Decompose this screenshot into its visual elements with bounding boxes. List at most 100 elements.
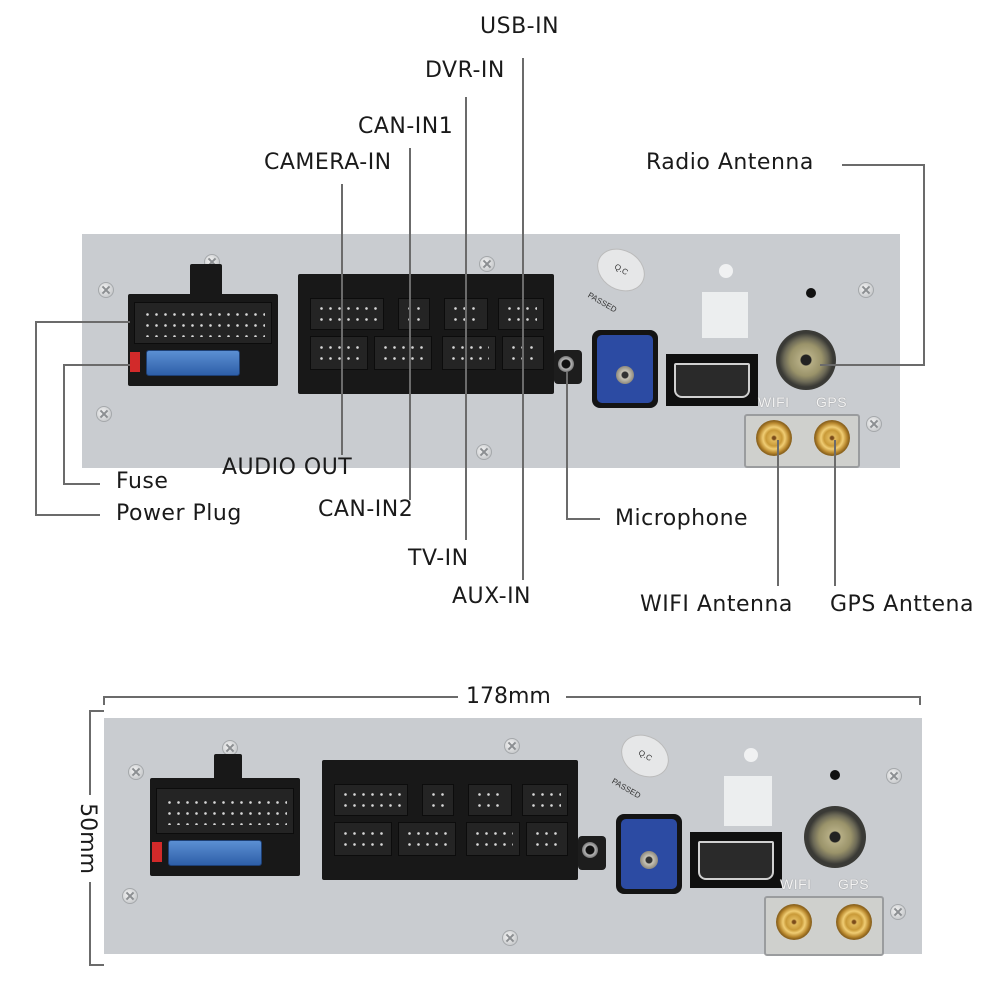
gps-antenna-connector-icon xyxy=(836,904,872,940)
can-in1-port xyxy=(398,298,430,330)
screw-icon xyxy=(122,888,138,904)
label-patch xyxy=(702,292,748,338)
connector-pins xyxy=(509,342,537,364)
screw-icon xyxy=(128,764,144,780)
connector-pins xyxy=(529,789,561,811)
radio-antenna-socket-icon xyxy=(804,806,866,868)
connector-pins xyxy=(429,789,449,811)
label-usb-in: USB-IN xyxy=(480,14,560,39)
fakra-connector-icon xyxy=(592,330,658,408)
power-plug-connector xyxy=(128,294,278,386)
connector-pins xyxy=(317,303,377,325)
wire-hole xyxy=(806,288,816,298)
gps-silkscreen: GPS xyxy=(816,394,848,410)
connector-pins xyxy=(405,303,425,325)
aux-in-port xyxy=(502,336,544,370)
radio-antenna-socket-icon xyxy=(776,330,836,390)
connector-pins xyxy=(451,303,481,325)
can-in2-port xyxy=(374,336,432,370)
label-camera-in: CAMERA-IN xyxy=(264,150,392,175)
screw-icon xyxy=(98,282,114,298)
tv-in-port xyxy=(442,336,496,370)
screw-icon xyxy=(96,406,112,422)
can-in2-port xyxy=(398,822,456,856)
hdmi-port-icon xyxy=(666,354,758,406)
connector-pins xyxy=(475,789,505,811)
label-wifi-antenna: WIFI Antenna xyxy=(640,592,793,617)
screw-icon xyxy=(504,738,520,754)
dimension-width-right xyxy=(566,696,921,705)
power-plug-pin-row xyxy=(134,302,272,344)
dvr-in-port xyxy=(468,784,512,816)
hdmi-socket xyxy=(698,841,774,880)
camera-in-port xyxy=(310,298,384,330)
microphone-jack-ring xyxy=(582,842,598,858)
qc-passed-sticker: Q.C PASSED xyxy=(610,726,677,800)
screw-icon xyxy=(890,904,906,920)
power-plug-connector xyxy=(150,778,300,876)
fakra-pin xyxy=(640,851,658,870)
top-panel: Q.C PASSED WIFI GPS xyxy=(82,234,900,468)
wifi-antenna-connector-icon xyxy=(756,420,792,456)
screw-icon xyxy=(476,444,492,460)
label-can-in2: CAN-IN2 xyxy=(318,497,414,522)
dimension-height-top xyxy=(89,710,104,795)
screw-icon xyxy=(866,416,882,432)
connector-pins xyxy=(317,342,361,364)
fuse-icon xyxy=(168,840,262,866)
wifi-silkscreen: WIFI xyxy=(780,876,812,892)
label-fuse: Fuse xyxy=(116,469,169,494)
dimension-width-label: 178mm xyxy=(466,684,551,709)
connector-pins xyxy=(381,342,425,364)
connector-pins xyxy=(165,797,287,825)
connector-pins xyxy=(405,828,449,850)
aux-in-port xyxy=(526,822,568,856)
gps-antenna-connector-icon xyxy=(814,420,850,456)
label-radio-antenna: Radio Antenna xyxy=(646,150,814,175)
microphone-jack-ring xyxy=(558,356,574,372)
label-microphone: Microphone xyxy=(615,506,749,531)
connector-pins xyxy=(473,828,513,850)
label-tv-in: TV-IN xyxy=(408,546,469,571)
wifi-silkscreen: WIFI xyxy=(758,394,790,410)
dimension-width-left xyxy=(103,696,458,705)
microphone-jack-icon xyxy=(554,350,582,384)
usb-in-port xyxy=(498,298,544,330)
connector-pins xyxy=(533,828,561,850)
audio-out-port xyxy=(334,822,392,856)
label-patch xyxy=(724,776,772,826)
hdmi-port-icon xyxy=(690,832,782,888)
tv-in-port xyxy=(466,822,520,856)
wifi-antenna-connector-icon xyxy=(776,904,812,940)
wire-hole xyxy=(830,770,840,780)
label-aux-in: AUX-IN xyxy=(452,584,532,609)
label-power-plug: Power Plug xyxy=(116,501,242,526)
usb-in-port xyxy=(522,784,568,816)
hdmi-socket xyxy=(674,363,750,398)
bottom-panel: Q.C PASSED WIFI GPS xyxy=(104,718,922,956)
dvr-in-port xyxy=(444,298,488,330)
connector-pins xyxy=(341,789,401,811)
fuse-latch xyxy=(152,842,162,862)
power-plug-pin-row xyxy=(156,788,294,834)
screw-icon xyxy=(502,930,518,946)
multi-connector-block xyxy=(322,760,578,880)
gps-silkscreen: GPS xyxy=(838,876,870,892)
label-can-in1: CAN-IN1 xyxy=(358,114,454,139)
dimension-height-bottom xyxy=(89,882,104,966)
camera-in-port xyxy=(334,784,408,816)
connector-pins xyxy=(341,828,385,850)
label-dvr-in: DVR-IN xyxy=(425,58,505,83)
audio-out-port xyxy=(310,336,368,370)
fuse-icon xyxy=(146,350,240,376)
dimension-height-label: 50mm xyxy=(74,803,100,874)
screw-icon xyxy=(886,768,902,784)
connector-pins xyxy=(143,309,265,337)
screw-icon xyxy=(479,256,495,272)
connector-pins xyxy=(505,303,537,325)
microphone-jack-icon xyxy=(578,836,606,870)
label-audio-out: AUDIO OUT xyxy=(222,455,353,480)
fuse-latch xyxy=(130,352,140,372)
fakra-pin xyxy=(616,366,634,385)
label-gps-antenna: GPS Anttena xyxy=(830,592,974,617)
